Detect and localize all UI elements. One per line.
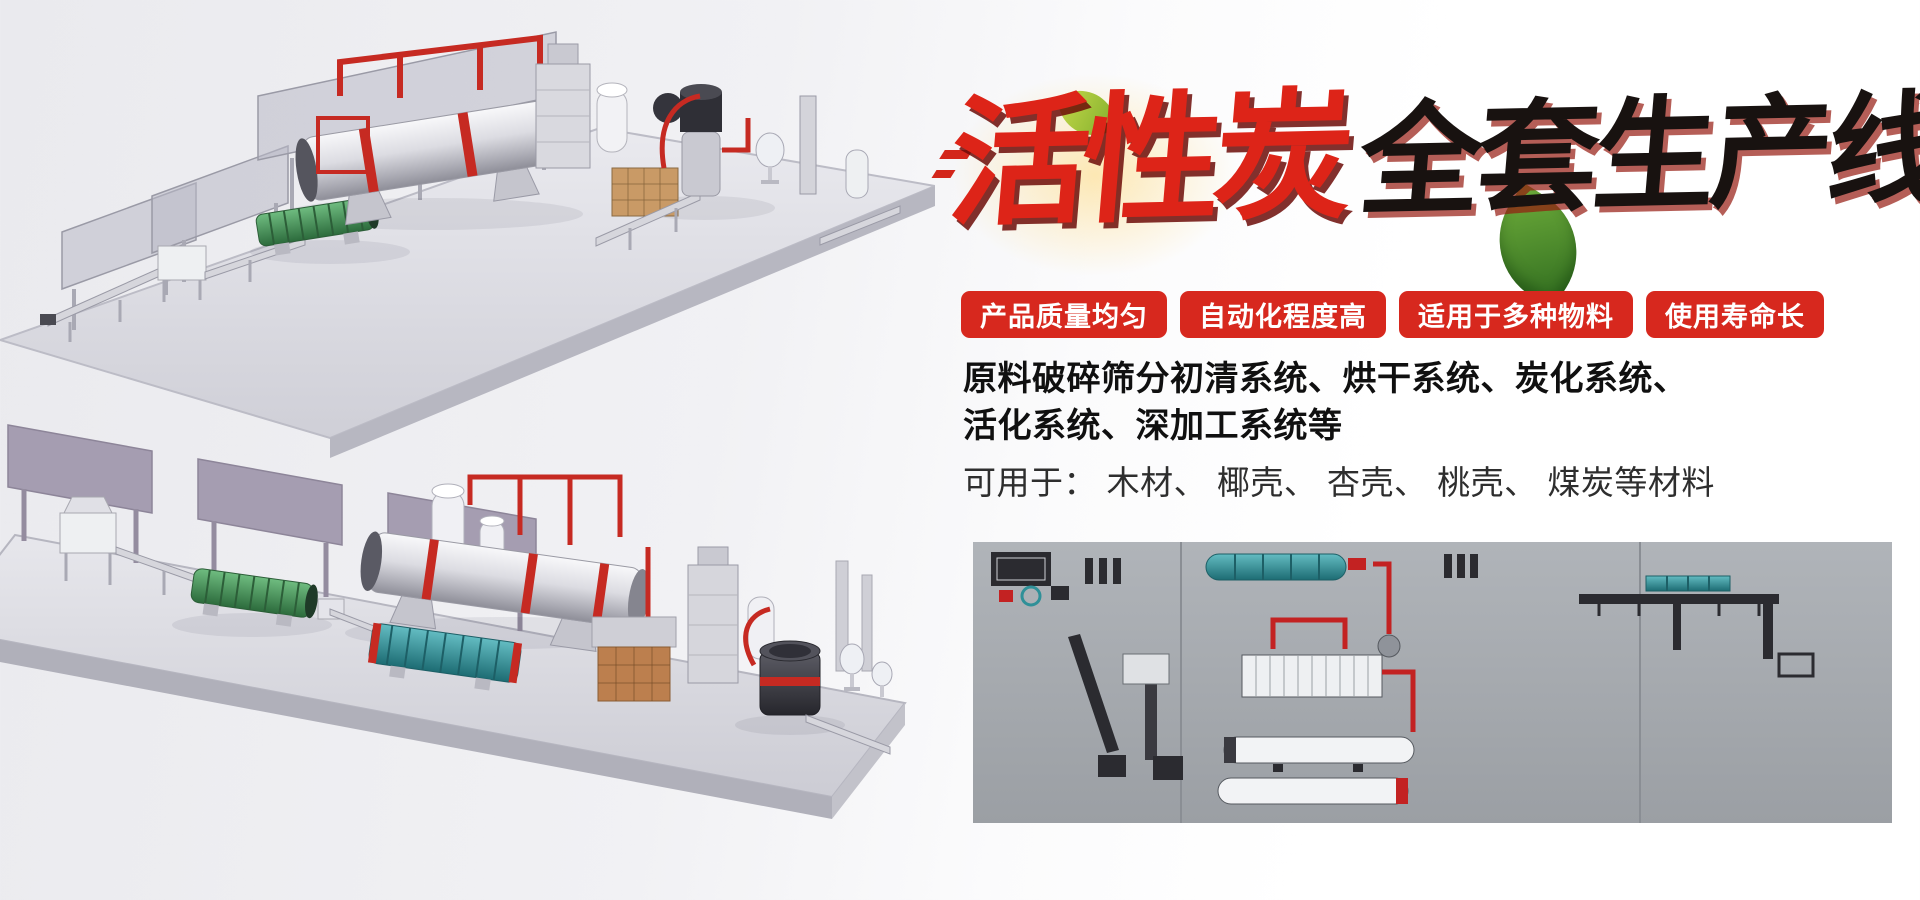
tower-cabinet (687, 546, 873, 684)
diagram-small-unit (1444, 554, 1478, 578)
black-pot-furnace (743, 606, 821, 716)
materials-line: 可用于： 木材、 椰壳、 杏壳、 桃壳、 煤炭等材料 (963, 464, 1715, 501)
plant-layout-diagram (973, 542, 1892, 823)
feed-hopper (59, 496, 213, 595)
diagram-packing-section (1579, 575, 1815, 678)
main-title-red: 活性炭 (943, 73, 1353, 247)
top-production-line-illustration (0, 0, 935, 470)
bottom-scene-svg (0, 424, 907, 819)
red-piping-top (337, 34, 543, 98)
vertical-tank (596, 82, 628, 153)
main-title-black: 全套生产线 (1354, 76, 1920, 233)
teal-cooling-drum (367, 622, 523, 691)
diagram-conveyors-left (1068, 634, 1170, 777)
bottom-production-line-illustration (0, 385, 910, 900)
brick-heat-exchanger (611, 167, 679, 217)
badge-multi-material: 适用于多种物料 (1399, 291, 1633, 338)
green-screening-drum (190, 568, 318, 627)
system-description-line1: 原料破碎筛分初清系统、烘干系统、炭化系统、 (963, 360, 1688, 398)
layout-diagram-svg (973, 542, 1892, 823)
badge-uniform-quality: 产品质量均匀 (961, 291, 1167, 338)
diagram-rotary-cylinders (1153, 736, 1415, 805)
goblet-tanks (839, 643, 893, 697)
exit-conveyor (805, 714, 891, 755)
diagram-background (973, 542, 1892, 823)
carbonization-furnace (653, 84, 901, 246)
system-description: 原料破碎筛分初清系统、烘干系统、炭化系统、 活化系统、深加工系统等 (963, 356, 1688, 450)
feed-conveyor (40, 237, 306, 342)
system-description-line2: 活化系统、深加工系统等 (963, 406, 1343, 445)
badge-automation: 自动化程度高 (1180, 291, 1386, 338)
diagram-heat-exchanger (1241, 617, 1416, 732)
red-frame (316, 116, 370, 174)
discharge-conveyor (595, 191, 701, 250)
activation-cylinder (360, 531, 650, 652)
feature-badges: 产品质量均匀 自动化程度高 适用于多种物料 使用寿命长 (961, 291, 1824, 338)
top-platform (0, 126, 935, 458)
badge-long-lifespan: 使用寿命长 (1646, 291, 1824, 338)
main-title: 活性炭全套生产线 (943, 74, 1920, 247)
title-glow (905, 40, 1285, 310)
crusher-cluster (991, 552, 1121, 607)
brick-furnace-box (591, 616, 677, 702)
diagram-teal-drum (1205, 553, 1401, 658)
red-piping-bottom (467, 474, 651, 617)
top-scene-svg (0, 31, 935, 458)
dust-collector-cabinet (535, 43, 591, 169)
